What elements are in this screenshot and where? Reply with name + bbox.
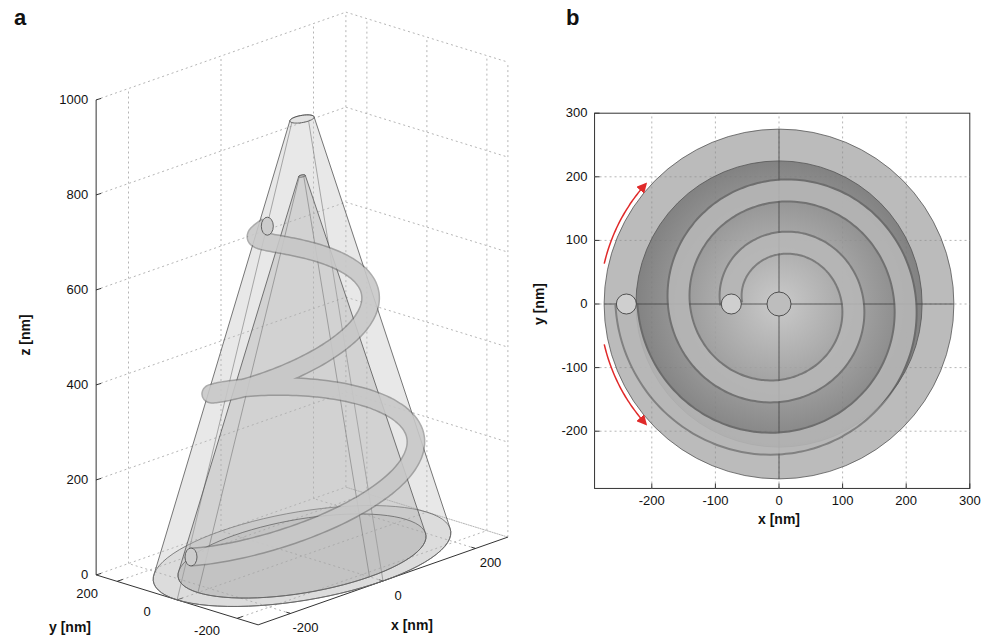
tick-mark (595, 431, 600, 432)
tube-end (185, 548, 197, 566)
cone-apex (767, 292, 791, 316)
tick-mark (595, 113, 600, 114)
tick-mark (96, 573, 101, 575)
tick-label: 300 (566, 106, 588, 120)
tick-label: 0 (580, 297, 587, 311)
panel-letter: b (566, 6, 579, 30)
cone-shape (178, 175, 426, 598)
tick-mark (595, 367, 600, 368)
tick-mark (595, 176, 600, 177)
tick-label: 300 (959, 494, 981, 508)
tube-end (261, 217, 273, 235)
tick-mark (651, 483, 652, 488)
tick-mark (842, 483, 843, 488)
tick-label: 200 (76, 587, 98, 601)
tick-label: -200 (639, 494, 665, 508)
tick-mark (969, 483, 970, 488)
grid-line (346, 12, 508, 62)
tick-label: 100 (832, 494, 854, 508)
tick-mark (96, 288, 101, 290)
cone-body (153, 115, 451, 607)
tick-mark (96, 478, 101, 480)
helix-tube (191, 226, 416, 557)
axis-title: y [nm] (49, 620, 91, 635)
z-axis (96, 100, 97, 575)
tick-mark (117, 579, 123, 581)
tick-label: -100 (562, 360, 588, 374)
axis-title: y [nm] (532, 283, 547, 325)
spiral-tube-outline (626, 190, 905, 443)
tick-label: -200 (562, 424, 588, 438)
tick-label: -200 (292, 621, 318, 635)
tick-label: 0 (81, 568, 88, 582)
outer-cone-top-view (604, 129, 954, 479)
cone-top (290, 115, 314, 123)
tube-end (616, 294, 636, 314)
axis-title: x [nm] (391, 618, 433, 633)
tick-label: 200 (895, 494, 917, 508)
tick-label: 0 (143, 605, 150, 619)
axis-title: z [nm] (18, 314, 33, 355)
tick-label: 0 (775, 494, 782, 508)
tick-mark (595, 240, 600, 241)
grid-line (507, 62, 508, 537)
tick-mark (96, 383, 101, 385)
tick-mark (595, 304, 600, 305)
tick-mark (96, 98, 101, 100)
cone-shape (153, 115, 451, 607)
tick-label: 200 (566, 170, 588, 184)
tube-end (721, 294, 741, 314)
rotation-arrow (604, 184, 645, 264)
tick-label: 0 (394, 589, 401, 603)
grid-line (426, 37, 427, 512)
tick-mark (237, 616, 243, 618)
tick-mark (906, 483, 907, 488)
axis-title: x [nm] (758, 512, 800, 527)
tick-label: 100 (566, 233, 588, 247)
tick-mark (779, 483, 780, 488)
spiral-tube (626, 190, 905, 443)
tick-label: 1000 (59, 93, 88, 107)
cone-top (299, 175, 306, 177)
grid-line (346, 202, 508, 252)
tick-label: -200 (194, 624, 220, 638)
grid-lines (595, 113, 970, 488)
grid-line (128, 89, 129, 564)
tick-label: 800 (66, 188, 88, 202)
tick-mark (715, 483, 716, 488)
panel-3d-view (96, 12, 508, 625)
tick-label: 600 (66, 283, 88, 297)
plot-frame (595, 113, 970, 488)
tick-mark (286, 612, 290, 613)
cone-body (178, 175, 426, 598)
grid-lines (96, 12, 508, 618)
axis-lines (96, 98, 508, 624)
tick-mark (471, 547, 475, 548)
grid-line (486, 56, 487, 531)
tick-label: 400 (66, 378, 88, 392)
panel-top-view (595, 113, 970, 488)
tick-label: 200 (66, 473, 88, 487)
tick-label: 200 (480, 556, 502, 570)
tick-label: -100 (702, 494, 728, 508)
grid-line (96, 12, 346, 100)
helix-tube-outline (191, 226, 416, 557)
grid-line (346, 107, 508, 157)
rotation-arrow (604, 344, 645, 424)
panel-letter: a (14, 6, 26, 30)
tick-mark (96, 193, 101, 195)
